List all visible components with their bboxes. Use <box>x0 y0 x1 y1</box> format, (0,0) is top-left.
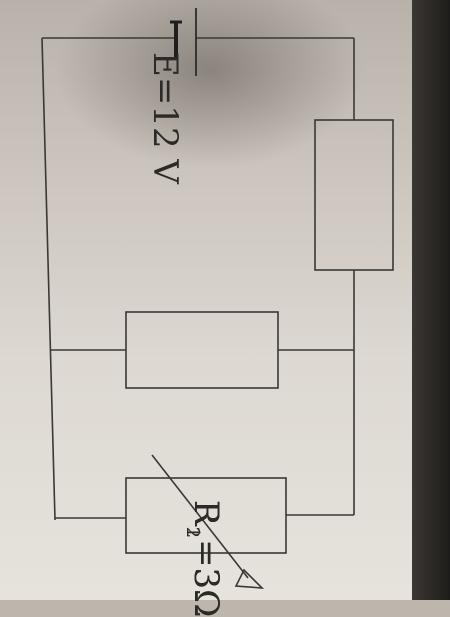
wire-left <box>41 37 56 521</box>
resistor-r-label: R <box>186 500 226 526</box>
resistor-r2-box <box>125 311 279 389</box>
paper-background <box>0 0 450 600</box>
circuit-diagram <box>41 8 394 589</box>
battery-label: E=12 V <box>145 52 185 184</box>
resistor-r2-value: =3Ω <box>186 539 226 617</box>
resistor-r-name: R <box>186 500 226 526</box>
page-edge-shadow <box>412 0 450 600</box>
resistor-r-box <box>125 477 287 554</box>
variable-arrow-shaft <box>151 454 249 579</box>
resistor-r2-subscript: 2 <box>182 526 203 539</box>
resistor-r1-box <box>314 119 394 271</box>
variable-arrow-head <box>234 568 265 589</box>
